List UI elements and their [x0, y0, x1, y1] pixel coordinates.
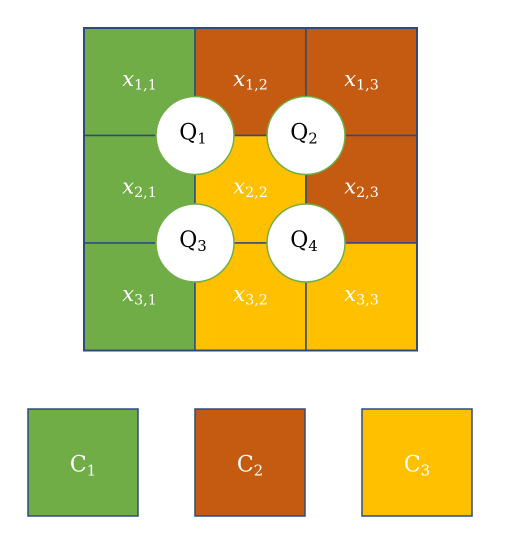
legend-item-2: C2 — [194, 408, 306, 517]
cell-label-3-2: x3,2 — [233, 281, 268, 308]
q-node-4: Q4 — [266, 203, 346, 283]
cell-label-3-1: x3,1 — [122, 281, 157, 308]
legend-item-1: C1 — [27, 408, 139, 517]
cell-label-2-2: x2,2 — [233, 174, 268, 201]
q-node-3: Q3 — [155, 203, 235, 283]
grid-border — [83, 27, 418, 352]
legend-label-3: C3 — [404, 453, 430, 480]
q-node-label-1: Q1 — [179, 121, 207, 148]
legend-item-3: C3 — [361, 408, 473, 517]
q-node-label-3: Q3 — [179, 228, 207, 255]
legend-swatch — [361, 408, 473, 517]
cell-label-2-1: x2,1 — [122, 174, 157, 201]
q-node-circle — [266, 95, 346, 176]
q-node-circle — [266, 203, 346, 283]
cell-label-3-3: x3,3 — [344, 281, 379, 308]
cell-grid: x1,1 x1,2 x1,3 x2,1 x2,2 x2,3 x3,1 x3,2 x3,3 — [83, 27, 418, 352]
cell-label-1-1: x1,1 — [122, 66, 157, 93]
legend-swatch — [194, 408, 306, 517]
q-node-circle — [155, 203, 235, 283]
q-node-label-4: Q4 — [290, 228, 318, 255]
cell-label-1-3: x1,3 — [344, 66, 379, 93]
legend-label-1: C1 — [70, 453, 96, 480]
legend-label-2: C2 — [237, 453, 263, 480]
cell-label-2-3: x2,3 — [344, 174, 379, 201]
q-node-1: Q1 — [155, 95, 235, 176]
q-node-label-2: Q2 — [290, 121, 318, 148]
legend-swatch — [27, 408, 139, 517]
cell-label-1-2: x1,2 — [233, 66, 268, 93]
class-legend: C1 C2 C3 — [27, 408, 473, 517]
q-node-circle — [155, 95, 235, 176]
q-node-2: Q2 — [266, 95, 346, 176]
